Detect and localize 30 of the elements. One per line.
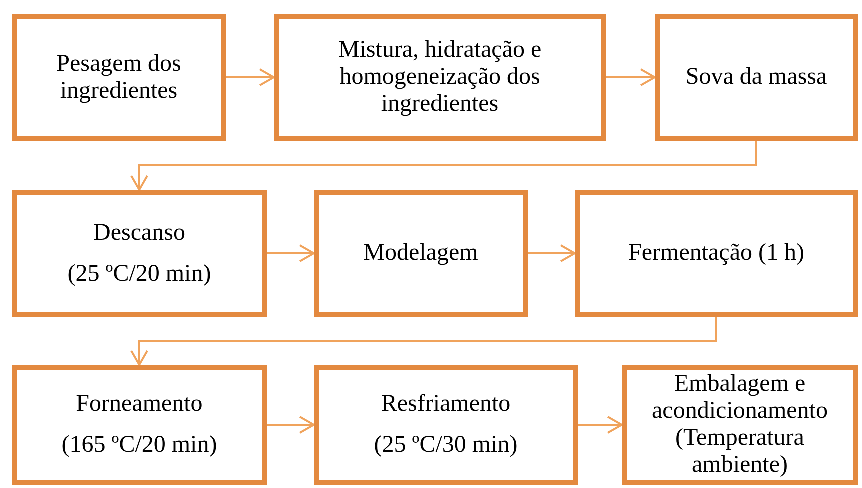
arrow <box>130 317 718 366</box>
arrow <box>130 141 758 191</box>
step-text: Embalagem e acondicionamento <box>651 371 829 425</box>
step-text: Fermentação (1 h) <box>628 240 804 267</box>
arrow <box>528 244 576 262</box>
step-text: (25 ºC/30 min) <box>374 432 518 459</box>
process-box <box>575 190 858 317</box>
step-text: (Temperatura ambiente) <box>674 425 806 479</box>
step-text: Sova da massa <box>686 64 828 91</box>
process-box <box>12 14 226 141</box>
step-text: Resfriamento <box>381 391 511 418</box>
step-text: Pesagem dos ingredientes <box>56 50 182 104</box>
step-text: (25 ºC/20 min) <box>68 260 212 288</box>
arrow <box>578 416 623 434</box>
step-text: Modelagem <box>364 240 478 267</box>
step-text: Forneamento <box>76 391 203 418</box>
step-text: Mistura, hidratação e homogeneização dos ingredientes <box>337 37 543 118</box>
process-box <box>622 365 858 485</box>
process-box <box>274 14 606 141</box>
arrow <box>267 244 315 262</box>
step-text: (165 ºC/20 min) <box>62 432 218 459</box>
process-box <box>655 14 858 141</box>
arrow <box>606 68 656 86</box>
process-box <box>12 365 267 485</box>
arrow <box>267 416 315 434</box>
process-box <box>314 365 578 485</box>
process-box <box>12 190 267 317</box>
arrow <box>226 68 275 86</box>
step-text: Descanso <box>94 220 186 246</box>
process-box <box>314 190 528 317</box>
